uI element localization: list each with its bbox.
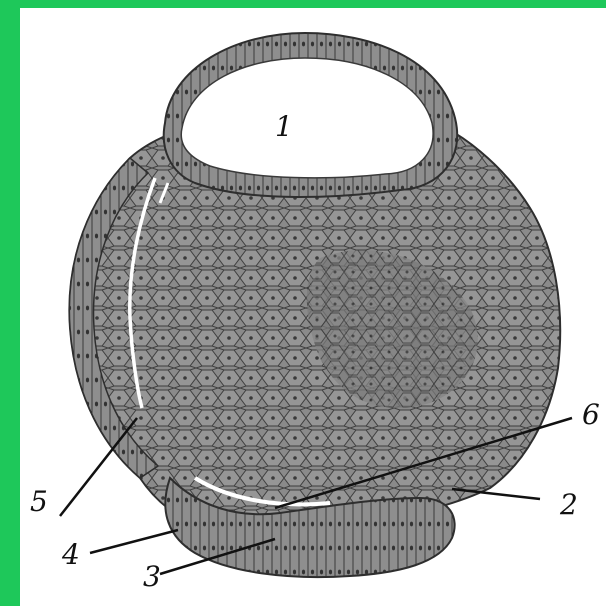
figure-panel: 1 2 3 4 5 6 (20, 8, 606, 606)
label-5: 5 (30, 485, 48, 518)
label-2: 2 (559, 488, 578, 521)
embryo-section-diagram: 1 2 3 4 5 6 (20, 8, 606, 606)
leader-line-4 (90, 530, 178, 553)
leader-line-5 (60, 418, 137, 516)
label-1: 1 (275, 110, 293, 143)
label-6: 6 (582, 398, 600, 431)
label-4: 4 (61, 538, 80, 571)
label-3: 3 (143, 560, 161, 593)
